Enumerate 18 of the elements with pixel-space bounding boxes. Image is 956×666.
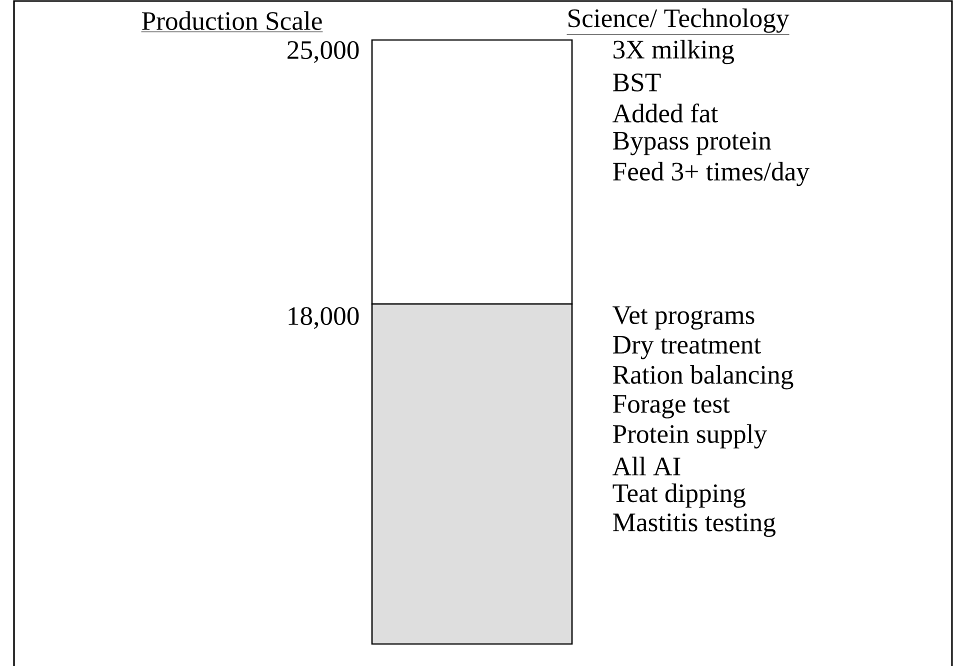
scale-value: 18,000 bbox=[288, 307, 359, 329]
technology-item: BST bbox=[613, 74, 661, 92]
scale-bar-segment bbox=[371, 39, 573, 305]
column-heading: Production Scale bbox=[141, 11, 323, 32]
technology-item: Teat dipping bbox=[612, 483, 746, 508]
technology-item: All AI bbox=[612, 456, 680, 476]
technology-item: Dry treatment bbox=[613, 336, 761, 360]
technology-item: Ration balancing bbox=[613, 365, 794, 390]
technology-item: Mastitis testing bbox=[613, 514, 776, 537]
scale-bar-segment bbox=[371, 303, 573, 645]
technology-item: 3X milking bbox=[614, 40, 734, 64]
technology-item: Vet programs bbox=[612, 306, 754, 330]
column-heading: Science/ Technology bbox=[566, 8, 790, 35]
technology-item: Bypass protein bbox=[613, 132, 772, 156]
technology-item: Feed 3+ times/day bbox=[613, 162, 810, 186]
technology-item: Forage test bbox=[613, 395, 730, 418]
technology-item: Added fat bbox=[612, 103, 718, 122]
technology-item: Protein supply bbox=[613, 424, 767, 449]
